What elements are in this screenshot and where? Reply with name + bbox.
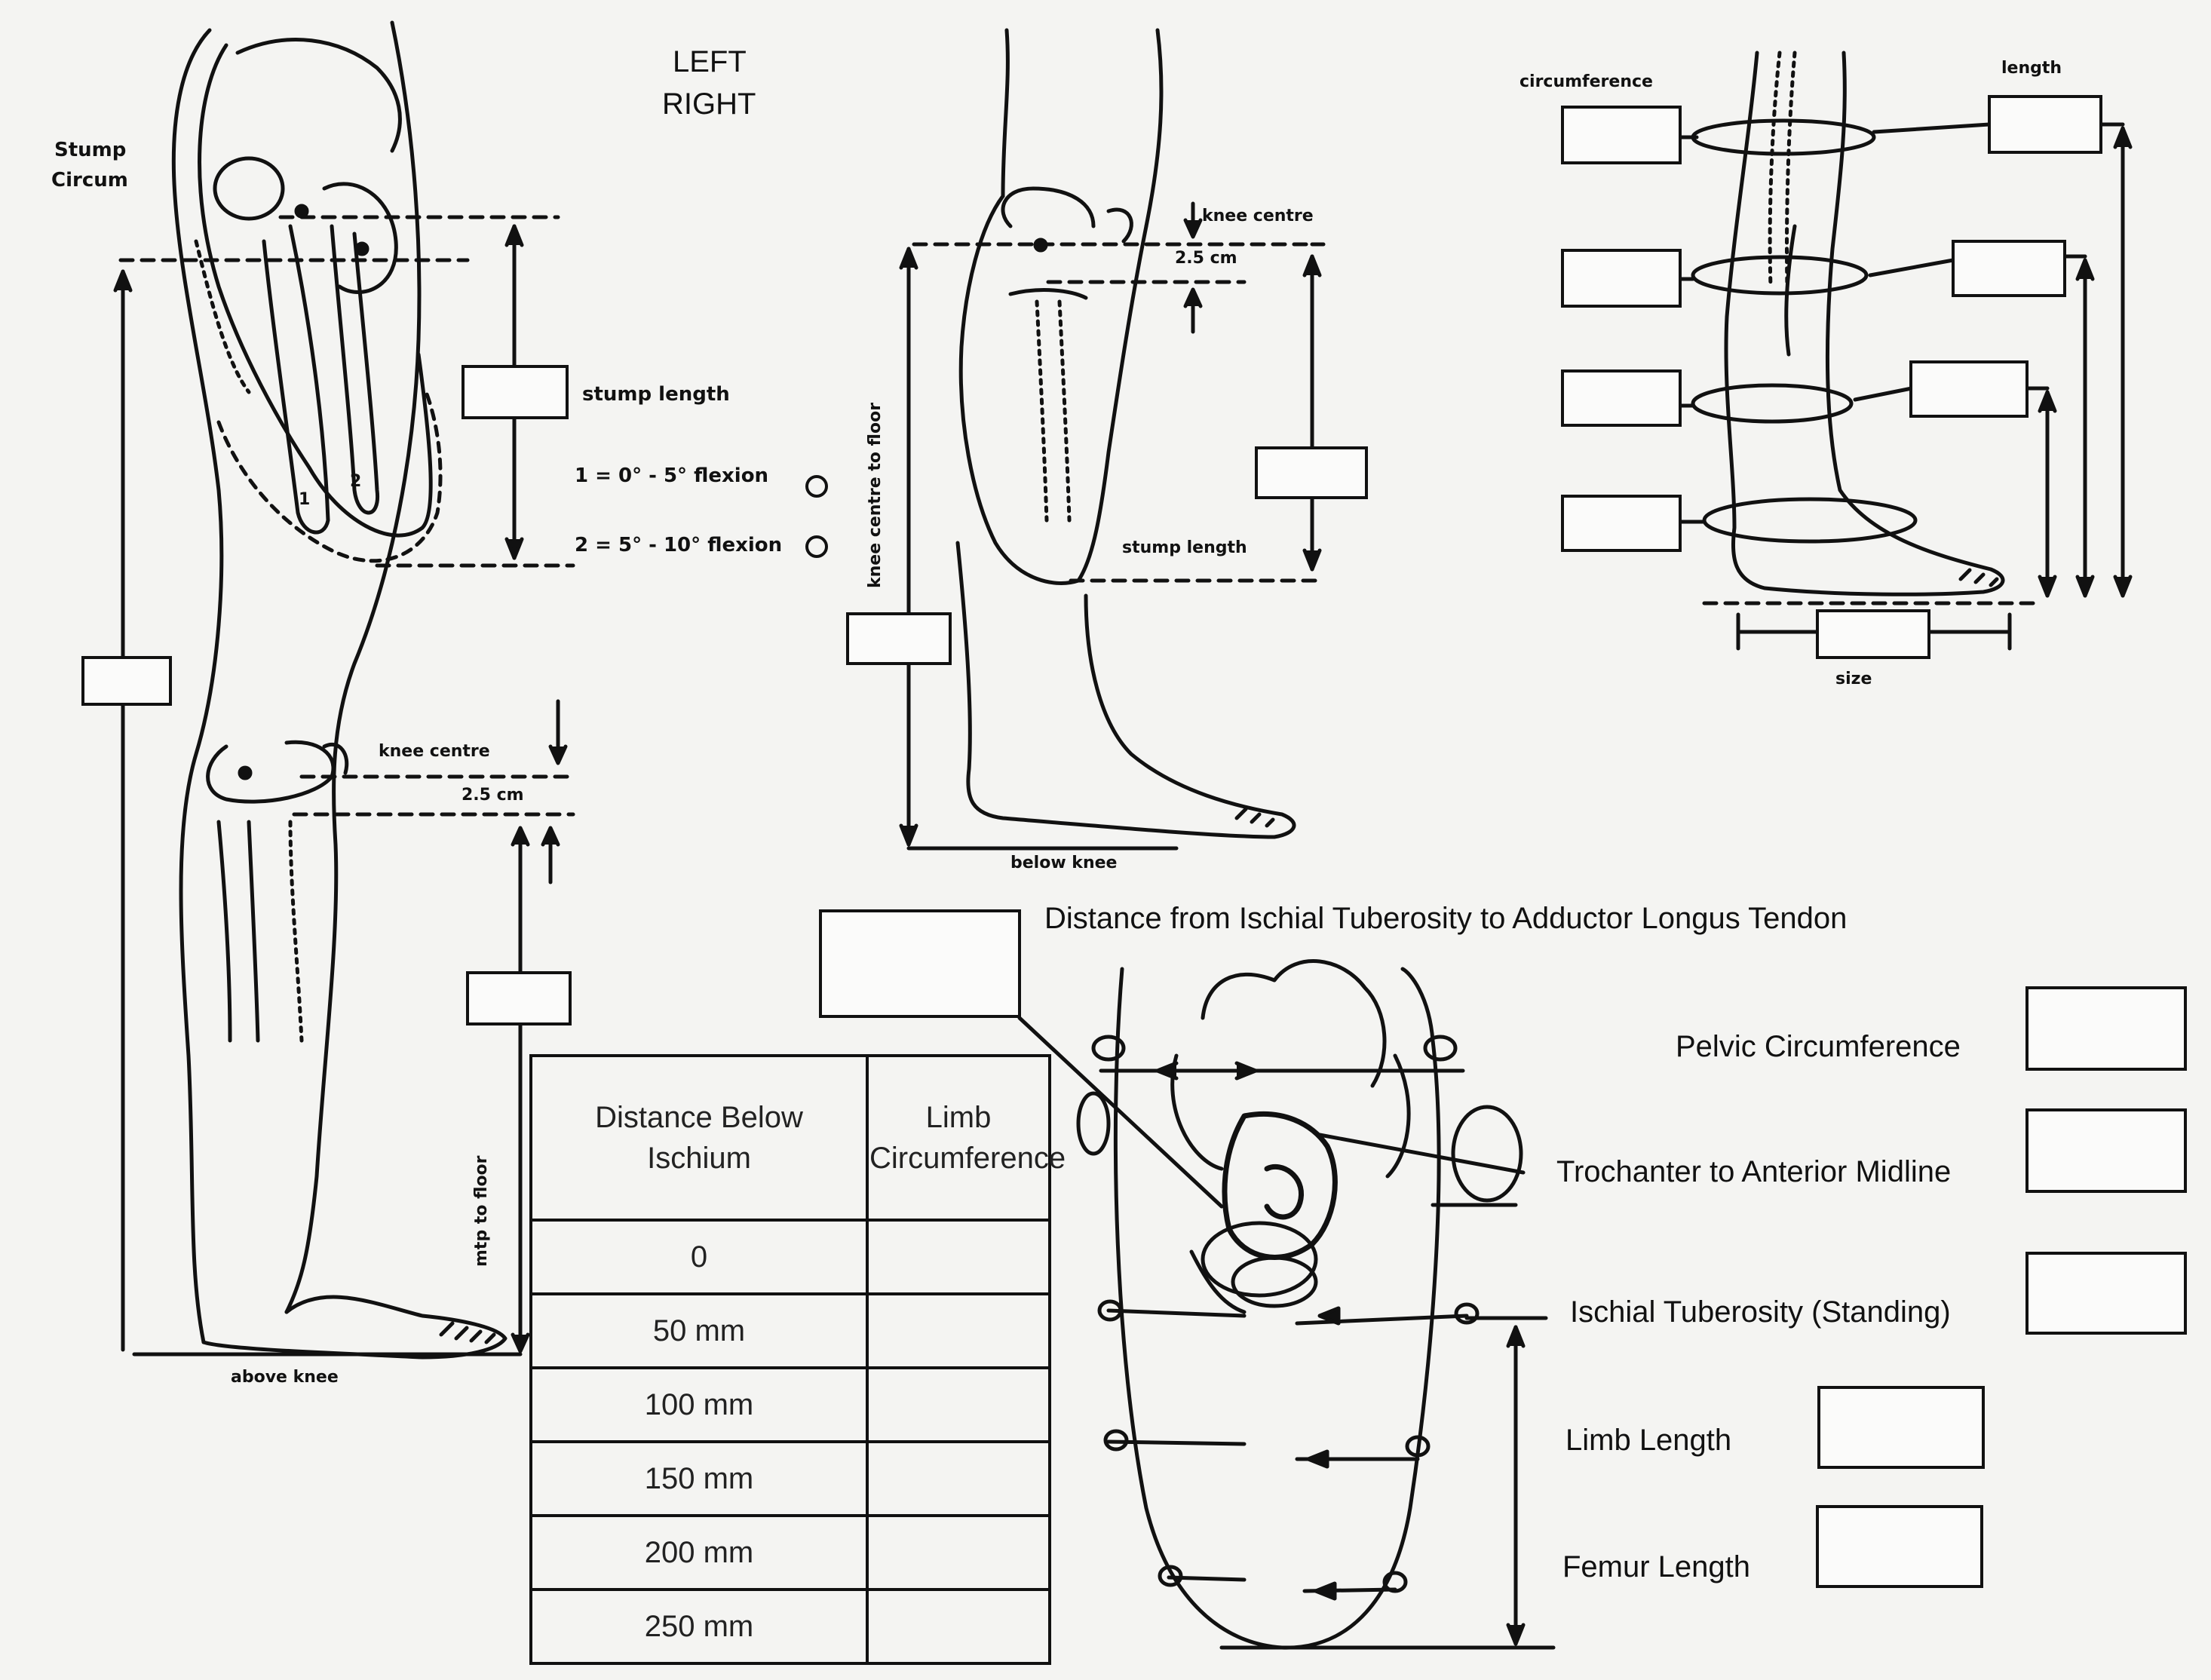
bk-knee-centre-label: knee centre: [1202, 208, 1314, 225]
bk-stump-length-box[interactable]: [1255, 446, 1368, 499]
table-row: 50 mm: [531, 1294, 1050, 1368]
length-box-2[interactable]: [1952, 240, 2066, 297]
header-distance-below-ischium: Distance Below Ischium: [531, 1056, 867, 1220]
length-box-1[interactable]: [1988, 95, 2102, 154]
length-label: length: [2001, 60, 2062, 77]
circumference-cell[interactable]: [867, 1516, 1050, 1590]
limb-length-label: Limb Length: [1565, 1425, 1731, 1455]
ischial-adductor-distance-label: Distance from Ischial Tuberosity to Addu…: [1044, 903, 1847, 934]
distance-cell: 150 mm: [531, 1442, 867, 1516]
table-row: 150 mm: [531, 1442, 1050, 1516]
table-header-row: Distance Below Ischium Limb Circumferenc…: [531, 1056, 1050, 1220]
length-box-3[interactable]: [1909, 360, 2029, 418]
knee-centre-to-floor-label: knee centre to floor: [867, 403, 884, 588]
mtp-to-floor-box[interactable]: [466, 971, 572, 1025]
ischial-adductor-distance-box[interactable]: [819, 909, 1021, 1018]
bone-label-2: 2: [350, 474, 361, 490]
femur-length-label: Femur Length: [1562, 1552, 1750, 1582]
side-option-right[interactable]: RIGHT: [662, 89, 756, 119]
trochanter-midline-box[interactable]: [2025, 1108, 2187, 1193]
above-knee-leg-drawing: [173, 23, 505, 1357]
pelvic-circumference-box[interactable]: [2025, 986, 2187, 1071]
circumference-box-4[interactable]: [1561, 495, 1682, 552]
table-row: 100 mm: [531, 1368, 1050, 1442]
side-option-left[interactable]: LEFT: [673, 47, 747, 77]
flexion-option-1-radio[interactable]: [805, 475, 828, 498]
distance-cell: 100 mm: [531, 1368, 867, 1442]
ischial-tuberosity-box[interactable]: [2025, 1252, 2187, 1335]
mtp-to-floor-label: mtp to floor: [474, 1155, 490, 1267]
below-knee-leg-drawing: [958, 30, 1294, 837]
size-label: size: [1835, 671, 1872, 688]
ischial-tuberosity-label: Ischial Tuberosity (Standing): [1570, 1297, 1951, 1327]
stump-circum-label-2: Circum: [51, 170, 128, 190]
stump-circum-label-1: Stump: [54, 140, 126, 160]
stump-circum-box[interactable]: [81, 656, 172, 706]
flexion-option-1-label: 1 = 0° - 5° flexion: [575, 466, 768, 486]
distance-cell: 0: [531, 1220, 867, 1294]
circumference-label: circumference: [1519, 74, 1653, 90]
circumference-box-2[interactable]: [1561, 249, 1682, 308]
circumference-cell[interactable]: [867, 1220, 1050, 1294]
bone-label-1: 1: [299, 492, 310, 508]
flexion-option-2-radio[interactable]: [805, 535, 828, 558]
distance-cell: 200 mm: [531, 1516, 867, 1590]
ak-stump-length-box[interactable]: [462, 365, 569, 419]
circumference-cell[interactable]: [867, 1590, 1050, 1663]
flexion-option-2-label: 2 = 5° - 10° flexion: [575, 535, 782, 555]
limb-length-box[interactable]: [1817, 1386, 1985, 1469]
pelvis-thigh-drawing: [1078, 961, 1521, 1648]
below-knee-measurement-lines: [901, 204, 1323, 848]
table-row: 200 mm: [531, 1516, 1050, 1590]
lower-leg-measure-drawing: [1693, 53, 2003, 594]
knee-centre-to-floor-box[interactable]: [846, 612, 952, 665]
circumference-cell[interactable]: [867, 1368, 1050, 1442]
circumference-box-1[interactable]: [1561, 106, 1682, 164]
foot-size-box[interactable]: [1816, 609, 1930, 659]
trochanter-midline-label: Trochanter to Anterior Midline: [1556, 1157, 1951, 1187]
distance-cell: 50 mm: [531, 1294, 867, 1368]
bk-stump-length-label: stump length: [1122, 540, 1247, 556]
circumference-cell[interactable]: [867, 1294, 1050, 1368]
above-knee-caption: above knee: [231, 1369, 339, 1386]
table-row: 250 mm: [531, 1590, 1050, 1663]
ak-stump-length-label: stump length: [582, 385, 730, 404]
ak-knee-centre-label: knee centre: [379, 743, 490, 760]
header-limb-circumference: Limb Circumference: [867, 1056, 1050, 1220]
ak-offset-label: 2.5 cm: [462, 787, 524, 804]
femur-length-box[interactable]: [1816, 1505, 1983, 1588]
circumference-box-3[interactable]: [1561, 369, 1682, 427]
circumference-cell[interactable]: [867, 1442, 1050, 1516]
limb-circumference-table: Distance Below Ischium Limb Circumferenc…: [529, 1054, 1051, 1665]
below-knee-caption: below knee: [1010, 855, 1117, 872]
bk-offset-label: 2.5 cm: [1175, 250, 1237, 267]
distance-cell: 250 mm: [531, 1590, 867, 1663]
pelvic-circumference-label: Pelvic Circumference: [1676, 1032, 1961, 1062]
table-row: 0: [531, 1220, 1050, 1294]
